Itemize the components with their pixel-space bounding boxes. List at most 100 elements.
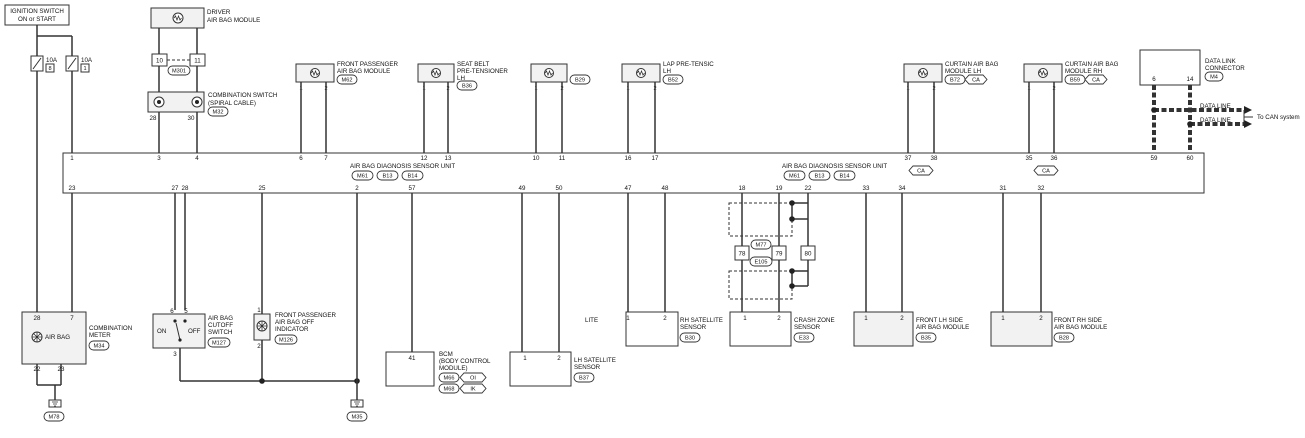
fuse-1: 10A 8 xyxy=(30,55,58,73)
unit-top-pin: 35 xyxy=(1026,155,1033,162)
driver-pin-10: 10 xyxy=(156,58,163,65)
unit-top-pin: 12 xyxy=(421,155,428,162)
lh-sat-label: LH SATELLITE xyxy=(574,357,616,364)
bcm-tag-1: OI xyxy=(470,376,476,382)
unit-ca-tag: CA xyxy=(917,169,925,175)
indicator-pin-2: 2 xyxy=(257,343,261,350)
squib-4-connector: B52 xyxy=(668,78,678,84)
lh-sat-connector: B37 xyxy=(579,376,589,382)
squib-4-label-2: LH xyxy=(663,68,671,75)
cutoff-on-label: ON xyxy=(157,328,166,335)
unit-top-pin: 37 xyxy=(905,155,912,162)
rh-sat-pin-1: 1 xyxy=(626,315,630,322)
bcm: 41 BCM (BODY CONTROL MODULE) M66 OI M68 … xyxy=(385,351,491,394)
meter-label: COMBINATION xyxy=(89,325,132,332)
indicator-label-2: AIR BAG OFF xyxy=(275,319,314,326)
cutoff-label-2: CUTOFF xyxy=(208,322,233,329)
unit-bottom-pin: 34 xyxy=(899,185,906,192)
rh-sat-label-2: SENSOR xyxy=(680,324,707,331)
unit-bottom-pin: 47 xyxy=(625,185,632,192)
data-link-pin-6: 6 xyxy=(1152,76,1156,83)
driver-pin-11: 11 xyxy=(194,58,201,65)
junction-connector-1: M77 xyxy=(756,243,767,249)
ignition-label: IGNITION SWITCH xyxy=(10,8,64,15)
front-rh-label: FRONT RH SIDE xyxy=(1054,317,1102,324)
unit-connector-badge: M61 xyxy=(357,174,368,180)
unit-bottom-pin: 19 xyxy=(776,185,783,192)
squib-2-label-3: LH xyxy=(457,75,465,82)
lh-sat-pin-1: 1 xyxy=(523,355,527,362)
meter-connector: M34 xyxy=(94,344,105,350)
front-lh-pin-1: 1 xyxy=(864,315,868,322)
unit-bottom-pin: 23 xyxy=(69,185,76,192)
junction-connector: 78 79 80 M77 E105 xyxy=(734,239,816,267)
cutoff-pin-5: 5 xyxy=(184,308,188,315)
fuse-2: 10A 1 xyxy=(65,55,93,73)
rh-sat-prefix: LITE xyxy=(585,317,598,324)
unit-top-pin: 4 xyxy=(195,155,199,162)
indicator-pin-1: 1 xyxy=(257,307,261,314)
unit-bottom-pin: 2 xyxy=(355,185,359,192)
ground-m78: M78 xyxy=(43,399,65,422)
unit-connector-badge: M61 xyxy=(789,174,800,180)
spiral-label-2: (SPIRAL CABLE) xyxy=(208,100,256,107)
unit-ca-tag: CA xyxy=(1042,169,1050,175)
squib-5-label: CURTAIN AIR BAG xyxy=(945,61,999,68)
spiral-connector: M32 xyxy=(213,110,224,116)
bcm-tag-2: IK xyxy=(470,387,476,393)
driver-module-label-2: AIR BAG MODULE xyxy=(207,17,260,24)
unit-bottom-pin: 32 xyxy=(1038,185,1045,192)
rh-sat-pin-2: 2 xyxy=(663,315,667,322)
cutoff-pin-3: 3 xyxy=(173,351,177,358)
ground-m78-label: M78 xyxy=(49,415,60,421)
front-rh-pin-2: 2 xyxy=(1039,315,1043,322)
data-link-pin-14: 14 xyxy=(1187,76,1194,83)
bcm-label: BCM xyxy=(439,351,453,358)
bcm-connector-1: M66 xyxy=(444,376,455,382)
squib-5-tag: CA xyxy=(972,78,980,84)
unit-top-pin: 10 xyxy=(533,155,540,162)
data-line-label-2: DATA LINE xyxy=(1200,117,1231,124)
unit-bottom-pin: 50 xyxy=(556,185,563,192)
unit-top-pin: 17 xyxy=(652,155,659,162)
lh-satellite-sensor: 1 2 LH SATELLITE SENSOR B37 xyxy=(509,351,616,387)
squib-1-connector: M62 xyxy=(342,78,353,84)
unit-top-pin: 59 xyxy=(1151,155,1158,162)
ground-m35-label: M35 xyxy=(352,415,363,421)
data-link-connector-id: M4 xyxy=(1210,75,1218,81)
unit-connector-badge: B13 xyxy=(383,174,393,180)
bcm-label-2: (BODY CONTROL xyxy=(439,358,491,365)
spiral-label: COMBINATION SWITCH xyxy=(208,92,277,99)
unit-bottom-pin: 27 xyxy=(172,185,179,192)
front-lh-side-air-bag-module: 1 2 FRONT LH SIDE AIR BAG MODULE B35 xyxy=(853,311,969,347)
meter-pin-7: 7 xyxy=(70,315,74,322)
ignition-switch: IGNITION SWITCH ON or START xyxy=(4,4,70,26)
spiral-cable: COMBINATION SWITCH (SPIRAL CABLE) M32 xyxy=(147,91,277,117)
squib-2-connector: B36 xyxy=(462,84,472,90)
unit-connector-badge: B14 xyxy=(408,174,418,180)
spiral-pin-28: 28 xyxy=(150,115,157,122)
rh-sat-connector: B30 xyxy=(685,336,695,342)
front-rh-pin-1: 1 xyxy=(1001,315,1005,322)
front-lh-label: FRONT LH SIDE xyxy=(916,317,963,324)
unit-bottom-pin: 49 xyxy=(519,185,526,192)
unit-top-pin: 38 xyxy=(931,155,938,162)
unit-bottom-pin: 57 xyxy=(409,185,416,192)
squib-1-label-2: AIR BAG MODULE xyxy=(337,68,390,75)
cutoff-off-label: OFF xyxy=(188,328,201,335)
front-rh-connector: B28 xyxy=(1059,336,1069,342)
unit-bottom-pin: 22 xyxy=(805,185,812,192)
unit-bottom-pin: 28 xyxy=(182,185,189,192)
air-bag-diagnosis-sensor-unit: AIR BAG DIAGNOSIS SENSOR UNIT AIR BAG DI… xyxy=(62,152,1205,194)
indicator-label-3: INDICATOR xyxy=(275,326,309,333)
ignition-state: ON or START xyxy=(18,16,56,23)
bcm-label-3: MODULE) xyxy=(439,365,468,372)
